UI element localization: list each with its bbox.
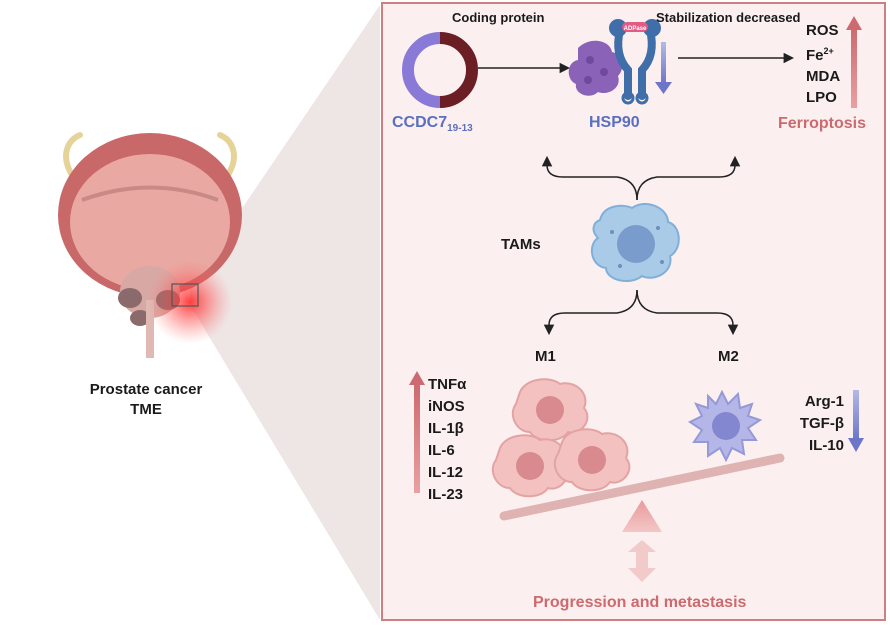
receptor-tag: ADPase <box>624 26 647 32</box>
receptor-icon: ADPase <box>609 19 661 105</box>
m1-marker: IL-6 <box>428 442 455 459</box>
prostate-label-line2: TME <box>130 401 162 418</box>
tams-down-split-arrows <box>543 289 739 336</box>
ferroptosis-markers: ROS Fe2+ MDA LPO <box>806 20 840 108</box>
stabilization-down-arrow <box>655 42 672 94</box>
hsp90-label: HSP90 <box>589 114 640 131</box>
marker-fe: Fe2+ <box>806 46 834 64</box>
tams-up-split-arrows <box>541 155 741 201</box>
prostate-icon <box>58 132 242 358</box>
ccdc7-sub: 19-13 <box>447 123 473 135</box>
m2-markers: Arg-1 TGF-β IL-10 <box>782 391 844 457</box>
macrophage-icon <box>590 203 680 283</box>
tams-label: TAMs <box>501 236 541 253</box>
m2-down-arrow <box>848 390 864 452</box>
detail-panel <box>381 2 886 621</box>
m1-marker: TNFα <box>428 376 467 393</box>
balance-beam-icon <box>499 453 785 521</box>
marker-mda: MDA <box>806 68 841 85</box>
prostate-label: Prostate cancer TME <box>56 380 236 420</box>
protein-icon <box>568 40 623 96</box>
m2-cell-icon <box>688 389 763 463</box>
zoom-funnel <box>190 5 380 620</box>
stabilization-label: Stabilization decreased <box>656 10 801 25</box>
m1-marker: IL-1β <box>428 420 464 437</box>
m1-label: M1 <box>535 348 556 365</box>
m1-cell-icon <box>491 378 631 498</box>
m2-marker: TGF-β <box>799 415 844 432</box>
m1-markers: TNFα iNOS IL-1β IL-6 IL-12 IL-23 <box>428 374 466 506</box>
m1-marker: IL-23 <box>428 486 464 503</box>
prostate-label-line1: Prostate cancer <box>89 381 203 398</box>
ferroptosis-up-arrow <box>846 16 862 108</box>
m1-marker: iNOS <box>428 398 465 415</box>
ccdc7-main: CCDC7 <box>392 114 448 131</box>
m2-label: M2 <box>718 348 739 365</box>
progression-label: Progression and metastasis <box>533 594 747 611</box>
m1-marker: IL-12 <box>428 464 464 481</box>
ccdc7-label: CCDC719-13 <box>392 114 473 134</box>
fulcrum-icon <box>622 500 662 582</box>
m2-marker: IL-10 <box>808 437 844 454</box>
marker-lpo: LPO <box>806 89 837 106</box>
m1-up-arrow <box>409 371 425 493</box>
m2-marker: Arg-1 <box>804 393 844 410</box>
ferroptosis-label: Ferroptosis <box>778 115 867 132</box>
ring-icon <box>402 32 478 108</box>
coding-protein-label: Coding protein <box>452 10 545 25</box>
marker-ros: ROS <box>806 22 839 39</box>
